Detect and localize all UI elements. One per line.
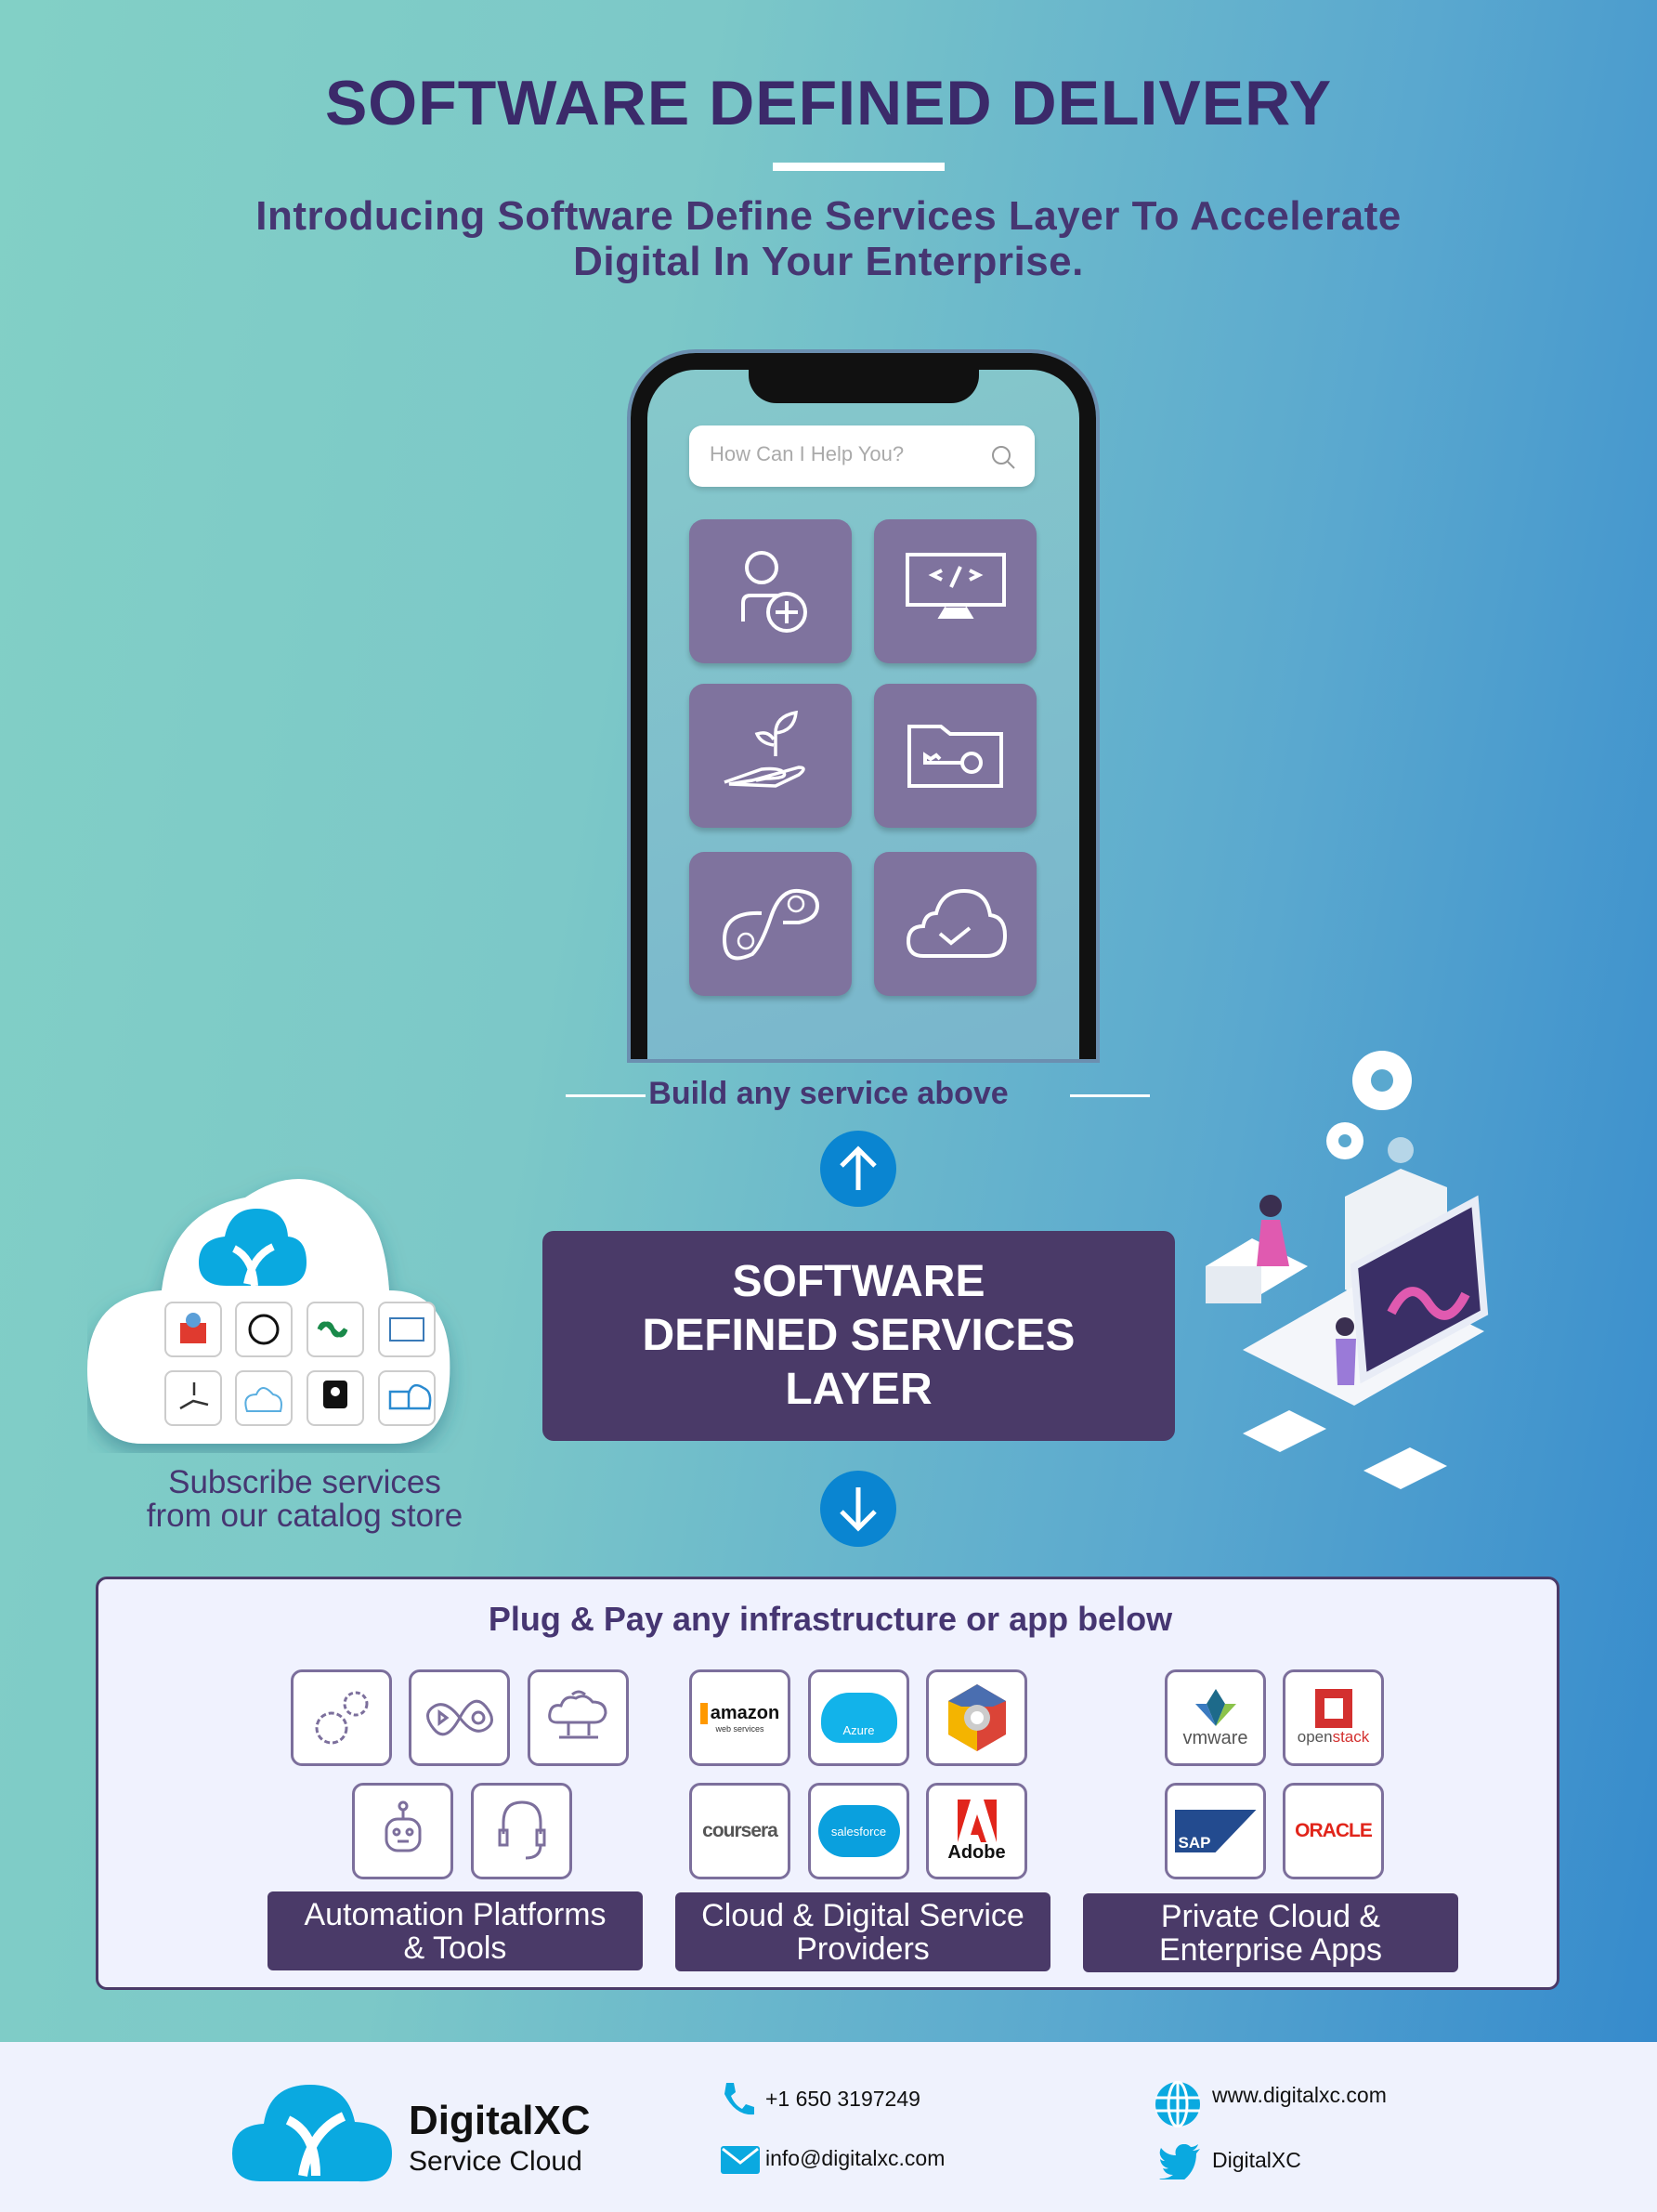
openstack-logo-part: open: [1297, 1728, 1333, 1746]
service-tile-key-folder[interactable]: [874, 684, 1037, 828]
title-divider: [773, 163, 945, 171]
footer-tagline: Service Cloud: [409, 2146, 582, 2177]
plug-and-pay-panel: Plug & Pay any infrastructure or app bel…: [96, 1577, 1559, 1990]
layer-line: SOFTWARE: [732, 1257, 985, 1306]
caption-line: Subscribe services: [168, 1464, 441, 1500]
sap-logo-shape: SAP: [1174, 1810, 1257, 1852]
openstack-logo-part: stack: [1332, 1728, 1370, 1746]
globe-icon: [1155, 2081, 1200, 2127]
subtitle-line: Introducing Software Define Services Lay…: [255, 193, 1402, 239]
oracle-logo-tile[interactable]: ORACLE: [1283, 1783, 1384, 1879]
divider-line: [566, 1094, 646, 1097]
robot-tile[interactable]: [352, 1783, 453, 1879]
divider-line: [1070, 1094, 1150, 1097]
service-tile-cloud-check[interactable]: [874, 852, 1037, 996]
footer-phone[interactable]: +1 650 3197249: [765, 2087, 920, 2111]
build-service-caption: Build any service above: [648, 1076, 1009, 1111]
subtitle-line: Digital In Your Enterprise.: [573, 239, 1084, 284]
phone-icon: [724, 2083, 754, 2115]
salesforce-logo: salesforce: [830, 1824, 887, 1839]
aws-logo-sub: web services: [715, 1723, 764, 1734]
label-line: Automation Platforms: [304, 1896, 607, 1932]
twitter-icon: [1159, 2144, 1200, 2179]
openstack-icon: [1314, 1689, 1352, 1728]
phone-notch: [749, 364, 979, 403]
sap-logo-tile[interactable]: SAP: [1165, 1783, 1266, 1879]
private-cloud-label: Private Cloud &Enterprise Apps: [1083, 1893, 1458, 1972]
cloud-network-tile[interactable]: [528, 1669, 629, 1766]
automation-platforms-label: Automation Platforms& Tools: [267, 1891, 643, 1970]
aws-logo: amazon: [699, 1702, 779, 1724]
arrow-up-icon: [820, 1131, 896, 1207]
devops-pipeline-tile[interactable]: [409, 1669, 510, 1766]
layer-line: DEFINED SERVICES: [642, 1311, 1076, 1360]
footer-brand: DigitalXC: [409, 2098, 591, 2143]
footer: DigitalXC Service Cloud +1 650 3197249 i…: [0, 2042, 1657, 2212]
plant-hand-icon: [723, 710, 805, 788]
vmware-logo-tile[interactable]: vmware: [1165, 1669, 1266, 1766]
caption-line: from our catalog store: [146, 1498, 463, 1534]
digitalxc-logo-icon: [199, 1209, 307, 1286]
code-gears-icon: [315, 1691, 368, 1745]
email-icon: [721, 2146, 760, 2174]
search-bar[interactable]: [689, 425, 1035, 487]
footer-website[interactable]: www.digitalxc.com: [1212, 2083, 1387, 2107]
key-folder-icon: [907, 724, 1003, 788]
oracle-logo: ORACLE: [1295, 1820, 1373, 1841]
service-tile-code[interactable]: [874, 519, 1037, 663]
coursera-logo: coursera: [702, 1820, 778, 1841]
arrow-down-icon: [820, 1471, 896, 1547]
azure-cloud-icon: Azure: [820, 1693, 897, 1743]
adobe-icon: [957, 1799, 997, 1842]
footer-email[interactable]: info@digitalxc.com: [765, 2146, 946, 2170]
add-user-icon: [740, 550, 807, 633]
service-tile-add-user[interactable]: [689, 519, 852, 663]
gear-icon: [1326, 1051, 1414, 1163]
headset-icon: [498, 1800, 545, 1860]
robot-icon: [385, 1800, 421, 1852]
plug-and-pay-title: Plug & Pay any infrastructure or app bel…: [488, 1600, 1173, 1638]
azure-logo: Azure: [842, 1723, 875, 1737]
google-cloud-hexagon-icon: [947, 1684, 1006, 1751]
label-line: Private Cloud &: [1160, 1898, 1381, 1934]
devops-loop-icon: [722, 888, 819, 960]
search-input[interactable]: [710, 442, 988, 466]
salesforce-logo-tile[interactable]: salesforce: [808, 1783, 909, 1879]
page-title: SOFTWARE DEFINED DELIVERY: [324, 68, 1333, 138]
catalog-cloud-illustration: [87, 1179, 450, 1444]
salesforce-cloud-icon: salesforce: [817, 1805, 900, 1857]
sap-logo: SAP: [1178, 1834, 1211, 1852]
adobe-logo-tile[interactable]: Adobe: [926, 1783, 1027, 1879]
code-monitor-icon: [905, 552, 1006, 619]
vmware-icon: [1194, 1688, 1236, 1726]
service-tile-devops[interactable]: [689, 852, 852, 996]
layer-line: LAYER: [785, 1365, 933, 1414]
openstack-logo-tile[interactable]: openstack: [1283, 1669, 1384, 1766]
openstack-logo: openstack: [1298, 1728, 1370, 1747]
digitalxc-logo-icon: [232, 2085, 392, 2182]
services-layer-box: SOFTWARE DEFINED SERVICES LAYER: [542, 1231, 1175, 1441]
cloud-check-icon: [906, 888, 1007, 958]
cloud-network-icon: [547, 1690, 607, 1739]
developer-illustration: [1206, 1051, 1489, 1489]
label-line: & Tools: [403, 1930, 507, 1966]
coursera-logo-tile[interactable]: coursera: [689, 1783, 790, 1879]
footer-twitter[interactable]: DigitalXC: [1212, 2148, 1301, 2172]
label-line: Cloud & Digital Service: [701, 1897, 1024, 1933]
infinity-play-icon: [425, 1699, 493, 1736]
automation-gears-tile[interactable]: [291, 1669, 392, 1766]
label-line: Providers: [796, 1931, 930, 1967]
page-subtitle: Introducing Software Define Services Lay…: [186, 193, 1471, 284]
service-tile-plant[interactable]: [689, 684, 852, 828]
support-headset-tile[interactable]: [471, 1783, 572, 1879]
adobe-logo: Adobe: [947, 1841, 1006, 1863]
azure-logo-tile[interactable]: Azure: [808, 1669, 909, 1766]
google-cloud-logo-tile[interactable]: [926, 1669, 1027, 1766]
search-icon[interactable]: [990, 444, 1016, 470]
vmware-logo: vmware: [1182, 1727, 1248, 1748]
label-line: Enterprise Apps: [1158, 1931, 1383, 1968]
